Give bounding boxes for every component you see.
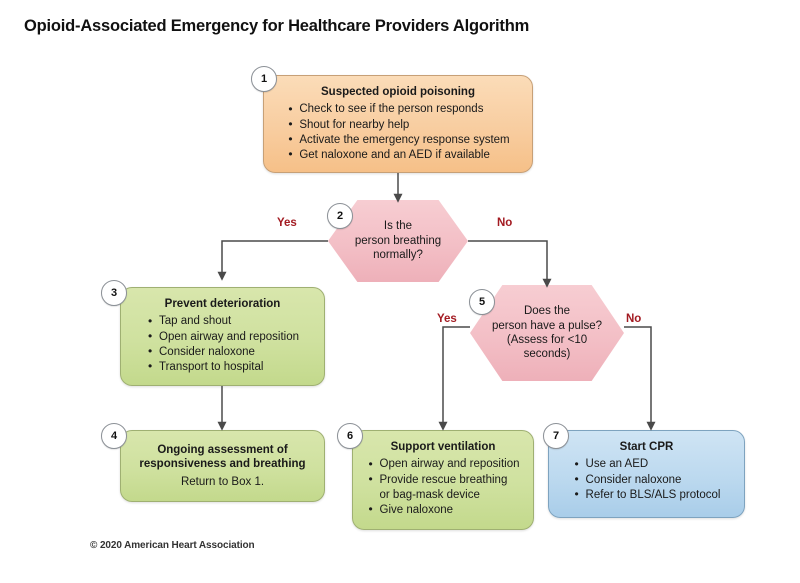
node-4-title-line1: Ongoing assessment of — [157, 444, 288, 456]
node-box-3[interactable]: Prevent deterioration Tap and shout Open… — [120, 287, 325, 386]
node-6-title: Support ventilation — [390, 441, 496, 453]
list-item: Provide rescue breathing — [367, 472, 520, 488]
node-box-1[interactable]: Suspected opioid poisoning Check to see … — [263, 75, 533, 173]
list-item: Refer to BLS/ALS protocol — [573, 487, 721, 503]
decision-2-line3: normally? — [373, 249, 423, 262]
decision-5-line1: Does the — [523, 305, 571, 318]
node-3-list: Tap and shout Open airway and reposition… — [146, 314, 299, 376]
node-6-list: Open airway and reposition Provide rescu… — [367, 457, 520, 519]
decision-2-line2: person breathing — [354, 234, 442, 247]
list-item: Use an AED — [573, 457, 721, 473]
decision-5-line2: person have a pulse? — [492, 319, 602, 332]
node-4-title-line2: responsiveness and breathing — [139, 458, 306, 471]
list-item: Activate the emergency response system — [286, 132, 509, 148]
branch-label-no-2: No — [497, 217, 513, 229]
decision-2-line1: Is the — [383, 220, 413, 233]
node-4-subtitle: Return to Box 1. — [180, 475, 265, 488]
decision-5-line4: seconds) — [523, 348, 571, 361]
list-item: Give naloxone — [367, 502, 520, 518]
step-badge-6: 6 — [337, 423, 363, 449]
list-item: Tap and shout — [146, 314, 299, 330]
list-item: Shout for nearby help — [286, 117, 509, 133]
step-badge-5: 5 — [469, 289, 495, 315]
branch-label-yes-2: Yes — [277, 217, 297, 229]
step-badge-4: 4 — [101, 423, 127, 449]
node-1-list: Check to see if the person responds Shou… — [286, 102, 509, 164]
list-item: Open airway and reposition — [367, 457, 520, 473]
list-item-continuation: or bag-mask device — [379, 488, 480, 501]
list-item: Check to see if the person responds — [286, 102, 509, 118]
list-item: Open airway and reposition — [146, 329, 299, 345]
node-7-title: Start CPR — [619, 441, 674, 453]
page-title: Opioid-Associated Emergency for Healthca… — [24, 17, 530, 35]
node-1-title: Suspected opioid poisoning — [321, 86, 475, 98]
decision-box-5[interactable]: Does the person have a pulse? (Assess fo… — [470, 285, 624, 381]
step-badge-2: 2 — [327, 203, 353, 229]
list-item: Consider naloxone — [146, 344, 299, 360]
decision-2-text: Is the person breathing normally? — [349, 219, 447, 262]
decision-5-line3: (Assess for <10 — [506, 334, 588, 346]
node-box-6[interactable]: Support ventilation Open airway and repo… — [352, 430, 534, 530]
list-item: Transport to hospital — [146, 359, 299, 375]
node-7-list: Use an AED Consider naloxone Refer to BL… — [573, 457, 721, 503]
copyright-note: © 2020 American Heart Association — [90, 540, 255, 551]
list-item: Get naloxone and an AED if available — [286, 147, 509, 163]
node-3-title: Prevent deterioration — [164, 298, 281, 310]
step-badge-7: 7 — [543, 423, 569, 449]
step-badge-3: 3 — [101, 280, 127, 306]
node-box-7[interactable]: Start CPR Use an AED Consider naloxone R… — [548, 430, 745, 518]
node-box-4[interactable]: Ongoing assessment of responsiveness and… — [120, 430, 325, 502]
step-badge-1: 1 — [251, 66, 277, 92]
branch-label-yes-5: Yes — [437, 313, 457, 325]
decision-5-text: Does the person have a pulse? (Assess fo… — [486, 304, 608, 362]
branch-label-no-5: No — [626, 313, 642, 325]
node-4-title: Ongoing assessment of responsiveness and… — [133, 443, 312, 472]
list-item: Consider naloxone — [573, 472, 721, 488]
